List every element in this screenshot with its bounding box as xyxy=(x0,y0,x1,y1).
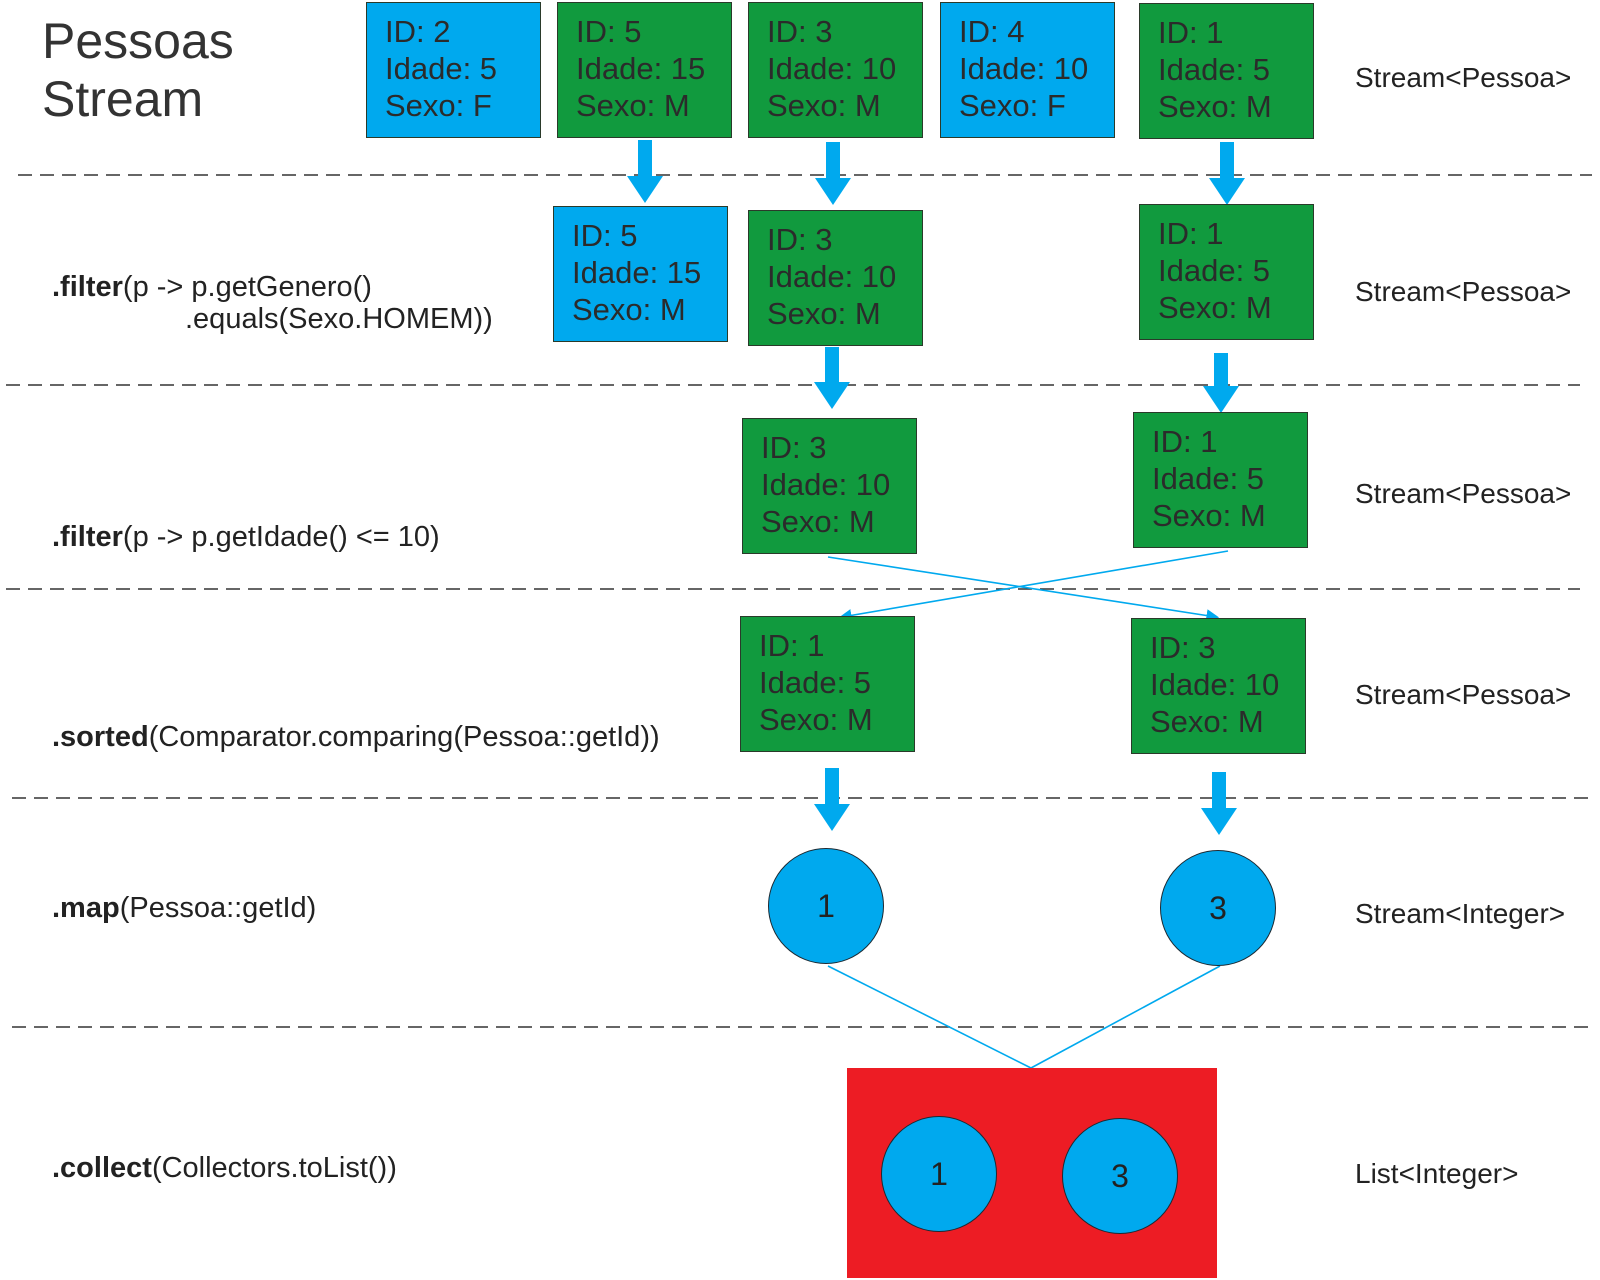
diagram-title: Pessoas Stream xyxy=(42,12,234,128)
arrow-down xyxy=(815,142,851,205)
stage-dividers xyxy=(6,174,1592,1028)
collect-line xyxy=(1030,965,1221,1069)
arrow-down xyxy=(1203,353,1239,413)
arrow-down xyxy=(1209,142,1245,205)
swap-line xyxy=(838,550,1229,622)
stage-operation: .map(Pessoa::getId) xyxy=(52,892,317,924)
stage-type-label: Stream<Pessoa> xyxy=(1355,62,1572,93)
integer-circle: 1 xyxy=(881,1116,997,1232)
stage-type-label: Stream<Pessoa> xyxy=(1355,679,1572,710)
stage-operation: .collect(Collectors.toList()) xyxy=(52,1152,397,1184)
integer-circle: 1 xyxy=(768,848,884,964)
stage-operation: .filter(p -> p.getIdade() <= 10) xyxy=(52,521,440,553)
title-line-2: Stream xyxy=(42,71,204,127)
stage-operation-continued: .equals(Sexo.HOMEM)) xyxy=(185,303,493,335)
reorder-lines xyxy=(827,550,1229,1069)
collect-line xyxy=(827,965,1032,1069)
stage-type-label: Stream<Pessoa> xyxy=(1355,276,1572,307)
title-line-1: Pessoas xyxy=(42,13,234,69)
stage-type-label: List<Integer> xyxy=(1355,1158,1519,1189)
stage-operation: .sorted(Comparator.comparing(Pessoa::get… xyxy=(52,721,660,753)
flow-arrows xyxy=(627,140,1245,835)
stage-type-label: Stream<Pessoa> xyxy=(1355,478,1572,509)
arrow-down xyxy=(814,347,850,409)
integer-circle: 3 xyxy=(1062,1118,1178,1234)
stage-type-label: Stream<Integer> xyxy=(1355,898,1566,929)
arrow-down xyxy=(814,768,850,831)
integer-circle: 3 xyxy=(1160,850,1276,966)
arrow-down xyxy=(627,140,663,203)
stage-operation: .filter(p -> p.getGenero() xyxy=(52,271,372,303)
arrow-down xyxy=(1201,772,1237,835)
